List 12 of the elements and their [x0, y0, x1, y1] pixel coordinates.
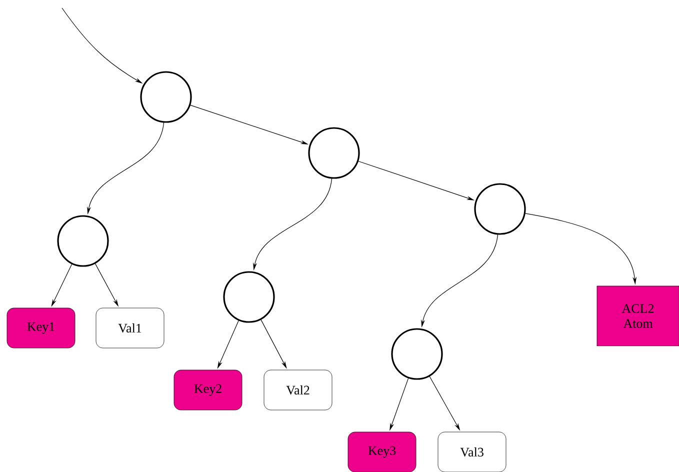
rounded-box: Key2	[174, 370, 242, 410]
circle-node	[140, 71, 192, 123]
rounded-box: Val2	[264, 370, 332, 410]
circle-node	[223, 271, 275, 323]
circle-node	[308, 127, 360, 179]
circle-node	[57, 215, 109, 267]
circle-node	[391, 328, 443, 380]
circle-node	[474, 183, 526, 235]
rounded-box: Val1	[96, 308, 164, 348]
rounded-box: Val3	[438, 432, 506, 472]
rounded-box: Key1	[6, 308, 76, 348]
rounded-box: Key3	[348, 432, 416, 472]
